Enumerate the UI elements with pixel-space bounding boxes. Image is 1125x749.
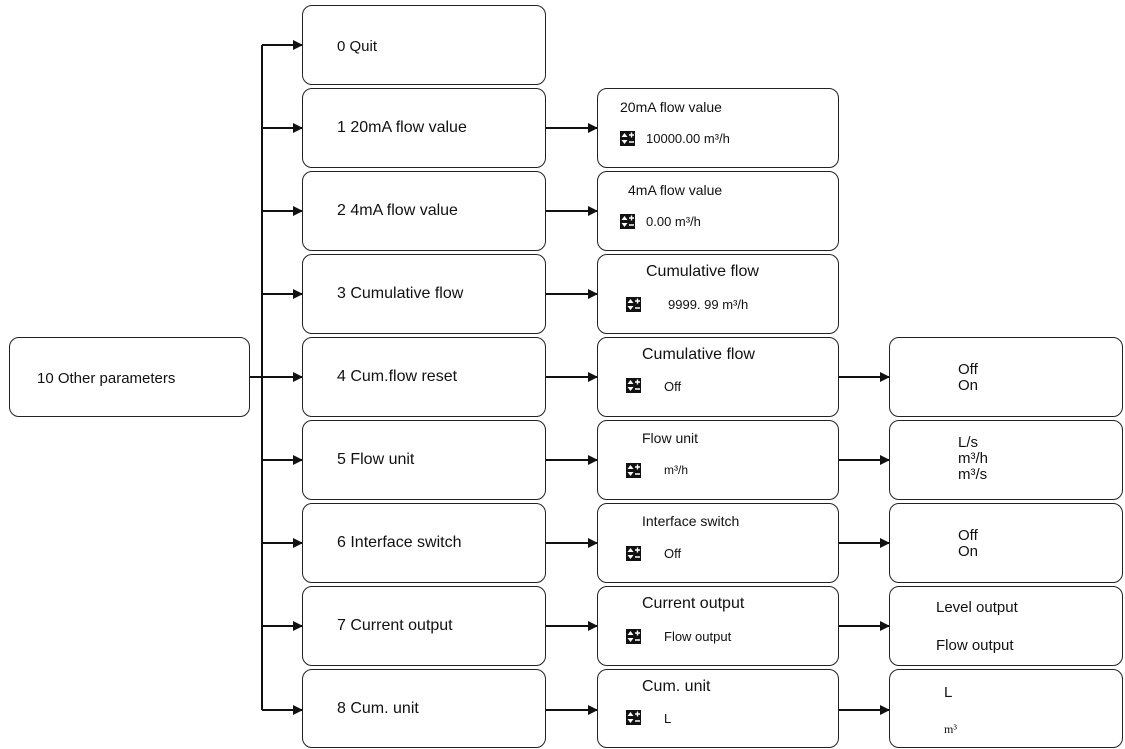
screen-title: Cum. unit [642, 678, 711, 695]
menu-item-quit[interactable]: 0 Quit [302, 5, 546, 85]
up-down-adjust-icon [620, 131, 635, 146]
option-item[interactable]: m³/h [958, 450, 988, 467]
option-item[interactable]: On [958, 377, 979, 394]
options-current-output[interactable]: Level output Flow output [889, 586, 1123, 666]
menu-item-label: 3 Cumulative flow [337, 285, 464, 302]
options-cum-flow-reset[interactable]: Off On [889, 337, 1123, 417]
root-label: 10 Other parameters [37, 370, 176, 387]
screen-title: Current output [642, 595, 745, 612]
menu-item-label: 8 Cum. unit [337, 700, 419, 717]
up-down-adjust-icon [626, 463, 641, 478]
screen-title: Cumulative flow [642, 346, 755, 363]
option-item[interactable]: Off [958, 527, 978, 544]
screen-title: Interface switch [642, 513, 740, 529]
screen-value: 0.00 m³/h [646, 214, 701, 229]
screen-value: Off [664, 379, 682, 394]
option-item[interactable]: L [944, 684, 953, 701]
menu-item-label: 4 Cum.flow reset [337, 368, 458, 385]
menu-item-cumulative-flow[interactable]: 3 Cumulative flow [302, 254, 546, 334]
menu-item-flow-unit[interactable]: 5 Flow unit [302, 420, 546, 500]
up-down-adjust-icon [626, 297, 641, 312]
screen-value: m³/h [664, 463, 688, 477]
option-item[interactable]: L/s [958, 434, 979, 451]
option-item[interactable]: On [958, 543, 979, 560]
screen-value: Flow output [664, 629, 732, 644]
screen-value: 9999. 99 m³/h [668, 297, 749, 312]
menu-item-label: 0 Quit [337, 38, 378, 55]
screen-cumulative-flow-reset[interactable]: Cumulative flow Off [597, 337, 839, 417]
options-interface-switch[interactable]: Off On [889, 503, 1123, 583]
screen-value: Off [664, 546, 682, 561]
menu-item-cum-flow-reset[interactable]: 4 Cum.flow reset [302, 337, 546, 417]
option-item[interactable]: m³/s [958, 466, 988, 483]
up-down-adjust-icon [626, 710, 641, 725]
menu-item-current-output[interactable]: 7 Current output [302, 586, 546, 666]
up-down-adjust-icon [626, 546, 641, 561]
options-flow-unit[interactable]: L/s m³/h m³/s [889, 420, 1123, 500]
menu-item-20ma-flow-value[interactable]: 1 20mA flow value [302, 88, 546, 168]
screen-interface-switch[interactable]: Interface switch Off [597, 503, 839, 583]
options-cum-unit[interactable]: L m³ [889, 669, 1123, 748]
screen-title: 4mA flow value [628, 182, 723, 198]
screen-title: Cumulative flow [646, 263, 759, 280]
screen-4ma-flow-value[interactable]: 4mA flow value 0.00 m³/h [597, 171, 839, 251]
up-down-adjust-icon [620, 214, 635, 229]
option-item[interactable]: Off [958, 361, 978, 378]
menu-item-label: 6 Interface switch [337, 534, 462, 551]
menu-item-interface-switch[interactable]: 6 Interface switch [302, 503, 546, 583]
option-item[interactable]: Level output [936, 599, 1018, 616]
screen-current-output[interactable]: Current output Flow output [597, 586, 839, 666]
up-down-adjust-icon [626, 629, 641, 644]
screen-cumulative-flow[interactable]: Cumulative flow 9999. 99 m³/h [597, 254, 839, 334]
menu-item-label: 1 20mA flow value [337, 119, 467, 136]
screen-value: 10000.00 m³/h [646, 131, 730, 146]
option-item[interactable]: Flow output [936, 637, 1014, 654]
screen-flow-unit[interactable]: Flow unit m³/h [597, 420, 839, 500]
screen-20ma-flow-value[interactable]: 20mA flow value 10000.00 m³/h [597, 88, 839, 168]
root-box[interactable]: 10 Other parameters [9, 337, 250, 417]
menu-item-label: 5 Flow unit [337, 451, 415, 468]
menu-item-4ma-flow-value[interactable]: 2 4mA flow value [302, 171, 546, 251]
menu-item-cum-unit[interactable]: 8 Cum. unit [302, 669, 546, 748]
menu-item-label: 7 Current output [337, 617, 453, 634]
menu-item-label: 2 4mA flow value [337, 202, 458, 219]
up-down-adjust-icon [626, 378, 641, 393]
option-item[interactable]: m³ [944, 722, 957, 736]
screen-cum-unit[interactable]: Cum. unit L [597, 669, 839, 748]
screen-title: 20mA flow value [620, 99, 722, 115]
screen-value: L [664, 711, 672, 726]
screen-title: Flow unit [642, 430, 699, 446]
